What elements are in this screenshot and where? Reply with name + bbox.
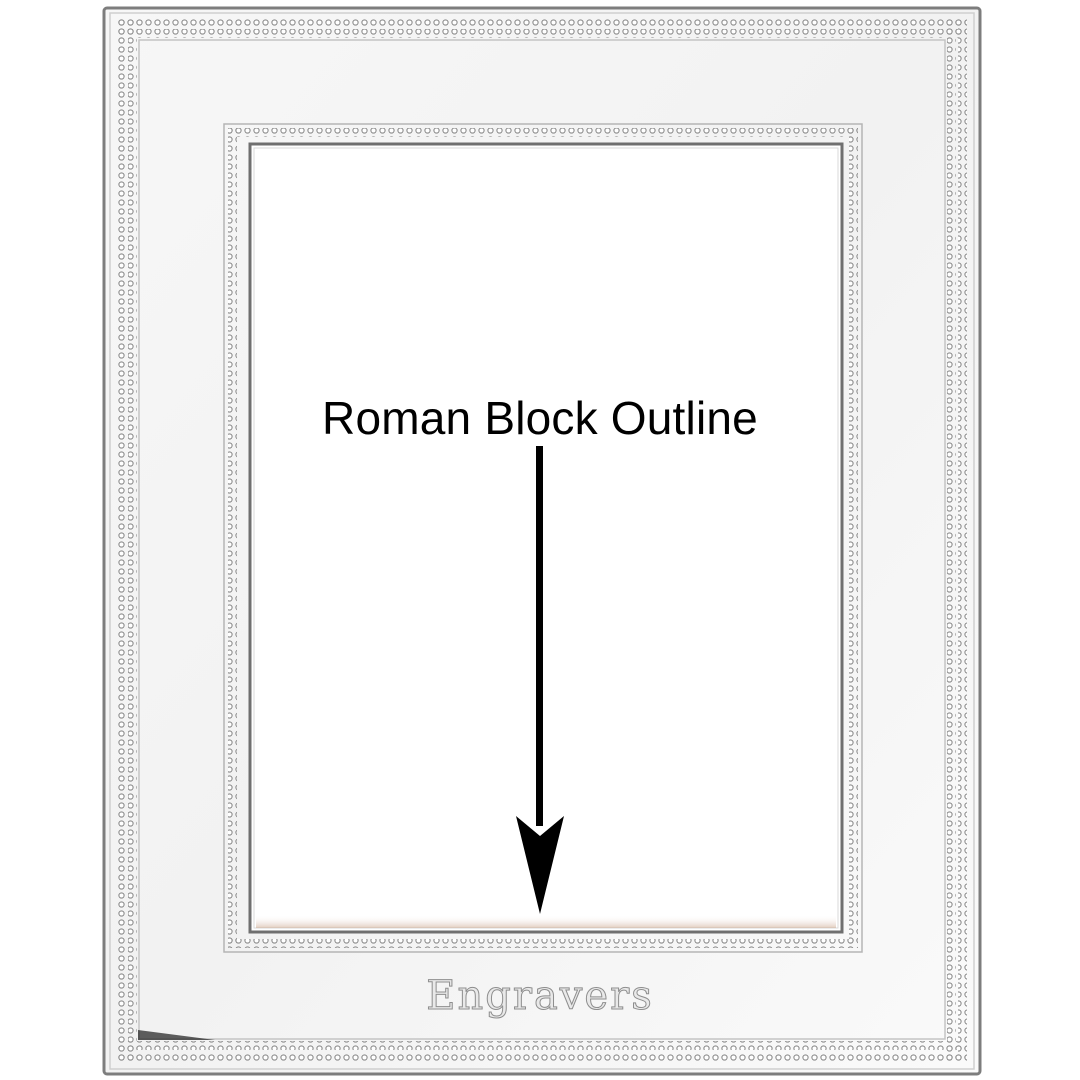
outer-bead-border bbox=[117, 18, 967, 1061]
photo-opening bbox=[248, 142, 844, 934]
engraving-text: Engravers bbox=[426, 973, 654, 1020]
annotation-label: Roman Block Outline bbox=[322, 392, 758, 444]
down-arrow-icon bbox=[516, 446, 564, 914]
inner-bead-border bbox=[228, 128, 858, 948]
